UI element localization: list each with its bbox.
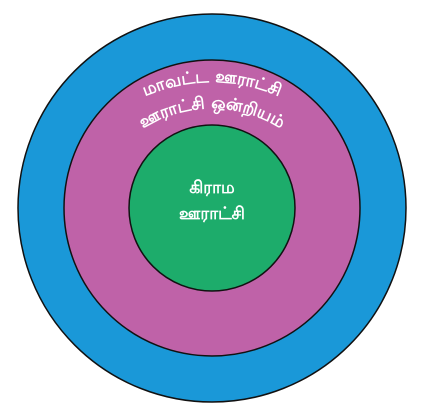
inner-circle bbox=[128, 124, 296, 292]
inner-label-line1: கிராம bbox=[189, 178, 235, 198]
inner-label-line2: ஊராட்சி bbox=[179, 204, 245, 224]
